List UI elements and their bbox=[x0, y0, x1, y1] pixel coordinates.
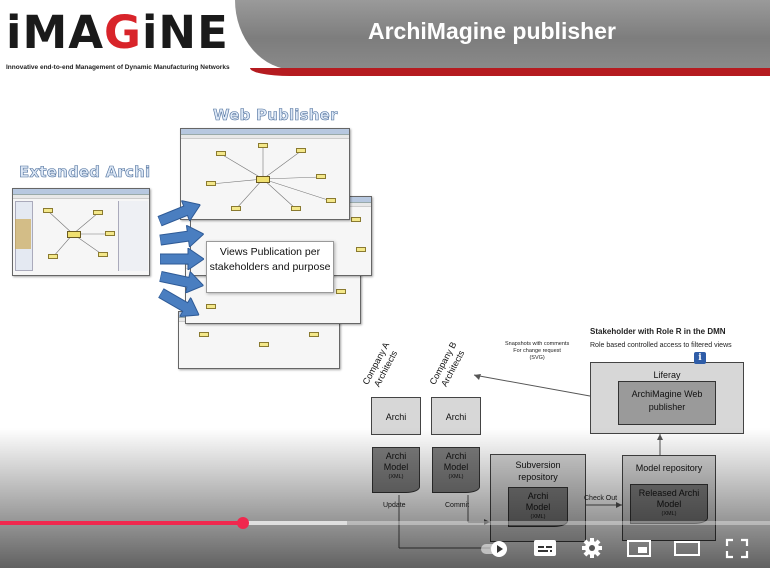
scrubber-handle[interactable] bbox=[236, 517, 249, 529]
miniplayer-icon bbox=[627, 540, 651, 557]
snapshots-note: Snapshots with comments For change reque… bbox=[505, 341, 570, 361]
fullscreen-button[interactable] bbox=[722, 536, 752, 560]
logo-tagline: Innovative end-to-end Management of Dyna… bbox=[6, 64, 230, 71]
archi-tool-b: Archi bbox=[431, 397, 481, 435]
logo-letter: G bbox=[104, 6, 142, 59]
theater-mode-icon bbox=[674, 541, 700, 556]
stakeholder-title: Stakeholder with Role R in the DMN bbox=[590, 327, 726, 336]
archi-model-b-format: (XML) bbox=[448, 474, 464, 480]
logo-wordmark: iMAGiNE bbox=[6, 6, 229, 59]
settings-button[interactable] bbox=[578, 536, 608, 560]
settings-gear-icon bbox=[582, 538, 602, 558]
subtitles-icon bbox=[534, 540, 556, 556]
info-badge: i bbox=[694, 352, 706, 364]
web-publisher-screenshot-1 bbox=[180, 128, 350, 220]
logo-letter: E bbox=[197, 6, 229, 59]
logo-letter: i bbox=[141, 6, 159, 59]
slide-header-bar bbox=[235, 0, 770, 70]
blue-arrow-5 bbox=[157, 287, 200, 318]
archi-model-a: Archi Model (XML) bbox=[372, 447, 420, 493]
archi-tool-a: Archi bbox=[371, 397, 421, 435]
web-publisher-label: Web Publisher bbox=[213, 106, 338, 125]
commit-label: Commit bbox=[445, 502, 470, 509]
blue-arrow-1 bbox=[157, 199, 202, 227]
theater-mode-button[interactable] bbox=[672, 536, 702, 560]
imagine-logo: iMAGiNE bbox=[6, 6, 229, 60]
logo-letter: A bbox=[68, 6, 105, 59]
extended-archi-screenshot bbox=[12, 188, 150, 276]
extended-archi-label: Extended Archi bbox=[19, 163, 151, 182]
progress-bar[interactable] bbox=[0, 517, 770, 529]
logo-letter: M bbox=[22, 6, 69, 59]
archi-model-a-format: (XML) bbox=[388, 474, 404, 480]
update-label: Update bbox=[383, 502, 406, 509]
autoplay-toggle[interactable] bbox=[480, 536, 512, 560]
blue-arrow-3 bbox=[160, 248, 204, 270]
fullscreen-icon bbox=[725, 538, 749, 559]
archi-model-b-label: Archi Model bbox=[443, 451, 469, 472]
archimagine-web-publisher: ArchiMagine Web publisher bbox=[618, 381, 716, 425]
svn-model-label: Archi Model bbox=[525, 491, 551, 512]
check-out-label: Check Out bbox=[584, 495, 618, 502]
subtitles-button[interactable] bbox=[532, 536, 562, 560]
views-publication-callout: Views Publication per stakeholders and p… bbox=[206, 241, 334, 293]
released-model-format: (XML) bbox=[661, 511, 677, 517]
header-accent-stripe bbox=[250, 68, 770, 76]
autoplay-toggle-icon bbox=[481, 541, 507, 557]
miniplayer-button[interactable] bbox=[624, 536, 654, 560]
logo-letter: i bbox=[6, 6, 23, 59]
logo-letter: N bbox=[158, 6, 198, 59]
archi-model-b: Archi Model (XML) bbox=[432, 447, 480, 493]
released-archi-model: Released Archi Model (XML) bbox=[630, 484, 708, 524]
logo-area: iMAGiNE Innovative end-to-end Management… bbox=[0, 0, 250, 78]
blue-arrow-4 bbox=[158, 270, 205, 294]
blue-arrow-2 bbox=[158, 224, 205, 249]
archi-model-a-label: Archi Model bbox=[383, 451, 409, 472]
progress-played bbox=[0, 521, 243, 525]
stakeholder-subtitle: Role based controlled access to filtered… bbox=[590, 342, 732, 349]
slide-title: ArchiMagine publisher bbox=[368, 18, 616, 44]
released-model-label: Released Archi Model bbox=[638, 488, 700, 509]
svn-model-format: (XML) bbox=[530, 514, 546, 520]
